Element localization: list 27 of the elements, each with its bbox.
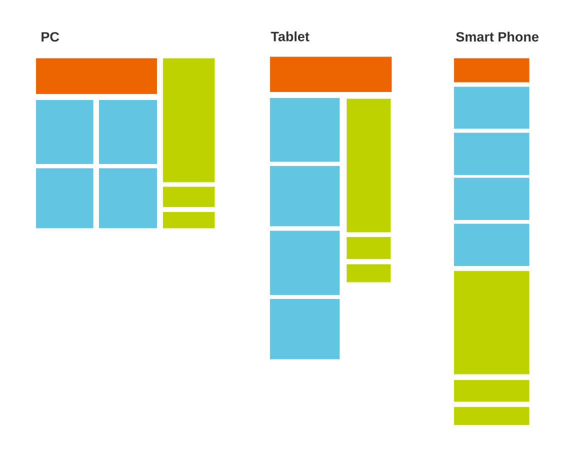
sidebar-block	[346, 98, 391, 232]
content-tile	[36, 100, 94, 164]
content-tile	[454, 178, 530, 220]
content-tile	[99, 100, 157, 164]
content-tile	[99, 168, 157, 228]
content-tile	[36, 168, 94, 228]
content-tile	[454, 224, 530, 266]
sidebar-block	[454, 380, 530, 402]
device-label: PC	[42, 32, 60, 42]
sidebar-block	[346, 264, 391, 282]
content-tile	[270, 166, 340, 226]
header-bar	[270, 56, 392, 92]
sidebar-block	[454, 407, 530, 425]
sidebar-block	[163, 58, 215, 182]
device-label: Smart Phone	[456, 32, 538, 42]
content-tile	[270, 299, 340, 360]
content-tile	[454, 86, 530, 129]
content-tile	[270, 230, 340, 295]
sidebar-block	[346, 237, 391, 259]
content-tile	[454, 132, 530, 175]
sidebar-block	[163, 186, 215, 207]
device-label: Tablet	[270, 31, 310, 42]
header-bar	[454, 58, 530, 82]
content-tile	[270, 98, 340, 162]
header-bar	[36, 58, 157, 94]
sidebar-block	[454, 271, 530, 374]
sidebar-block	[163, 212, 215, 228]
